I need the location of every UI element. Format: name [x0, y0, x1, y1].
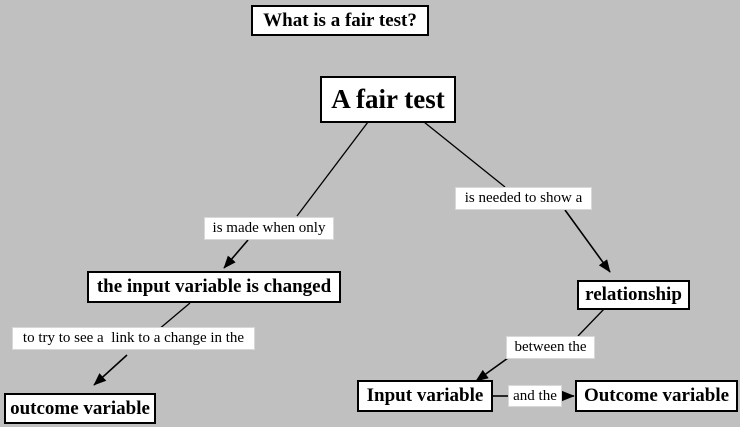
node-title[interactable]: What is a fair test?: [251, 5, 429, 36]
node-relationship[interactable]: relationship: [577, 280, 690, 310]
link-to-try-to-see-a-link[interactable]: to try to see a link to a change in the: [12, 327, 255, 350]
edge-root-to-needed-to-show: [423, 121, 506, 188]
edge-made-when-only-to-input-changed: [223, 239, 249, 269]
edge-needed-to-show-to-relationship: [564, 209, 611, 273]
link-is-made-when-only[interactable]: is made when only: [204, 217, 334, 240]
node-a-fair-test[interactable]: A fair test: [320, 76, 456, 123]
edge-relationship-to-between-the: [577, 307, 606, 337]
node-outcome-variable-right[interactable]: Outcome variable: [575, 380, 738, 412]
link-and-the[interactable]: and the: [508, 385, 562, 407]
edge-root-to-made-when-only: [296, 121, 369, 217]
edge-input-changed-to-try-to-see: [157, 302, 191, 331]
link-between-the[interactable]: between the: [506, 336, 595, 359]
edge-try-to-see-to-outcome-variable: [93, 354, 128, 386]
node-the-input-variable-is-changed[interactable]: the input variable is changed: [87, 271, 341, 303]
link-is-needed-to-show-a[interactable]: is needed to show a: [455, 187, 592, 210]
edge-between-the-to-input-variable: [475, 357, 509, 382]
node-outcome-variable-left[interactable]: outcome variable: [4, 393, 156, 424]
node-input-variable[interactable]: Input variable: [357, 380, 493, 412]
